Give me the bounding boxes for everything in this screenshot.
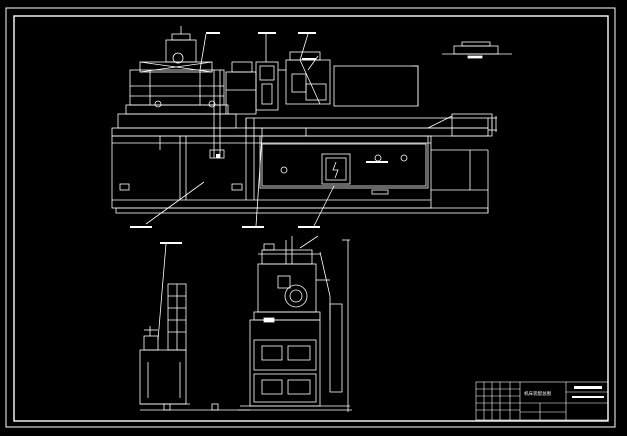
- title-block: [475, 381, 609, 421]
- auxiliary-sketch: [442, 41, 512, 59]
- left-detail-view: [139, 283, 250, 411]
- side-elevation-view: [238, 236, 352, 412]
- drawing-frame: [5, 7, 616, 428]
- leader-label-marks: [130, 32, 388, 244]
- title-block-title: 机床装配总图: [524, 390, 551, 397]
- front-elevation-view: [111, 26, 497, 341]
